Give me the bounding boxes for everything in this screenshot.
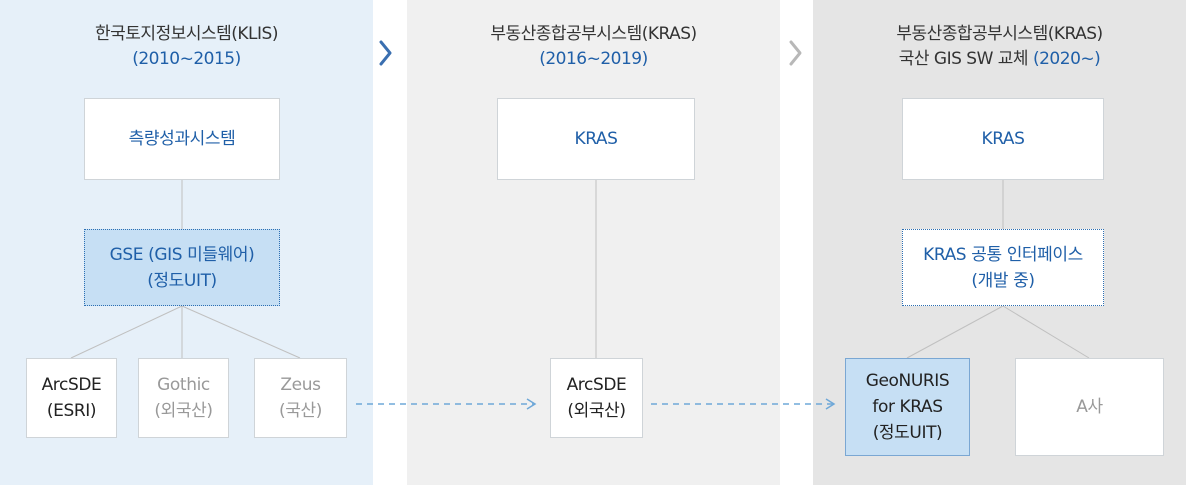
box-kras-common-interface: KRAS 공통 인터페이스 (개발 중) <box>902 229 1104 306</box>
box-arcsde-esri-line2: (ESRI) <box>46 401 97 421</box>
box-zeus-line2: (국산) <box>279 401 322 421</box>
stage3-title-prefix: 국산 GIS SW 교체 <box>898 49 1033 69</box>
box-geonuris-line1: GeoNURIS <box>865 371 950 391</box>
stage3-title: 부동산종합공부시스템(KRAS) 국산 GIS SW 교체 (2020~) <box>813 22 1186 72</box>
box-company-a-label: A사 <box>1076 397 1103 417</box>
box-kras-2020: KRAS <box>902 98 1104 180</box>
box-arcsde-esri: ArcSDE (ESRI) <box>26 358 117 438</box>
box-gothic-line2: (외국산) <box>154 401 213 421</box>
box-gse-line1: GSE (GIS 미들웨어) <box>109 244 255 265</box>
chevron-right-icon <box>379 40 392 66</box>
box-kras-interface-line2: (개발 중) <box>971 270 1035 291</box>
box-arcsde-foreign: ArcSDE (외국산) <box>550 358 643 438</box>
box-gothic-line1: Gothic <box>157 375 210 395</box>
box-survey-system: 측량성과시스템 <box>84 98 280 180</box>
stage1-title-period: (2010~2015) <box>132 49 241 69</box>
box-kras-2016-label: KRAS <box>574 129 618 149</box>
box-kras-2020-label: KRAS <box>981 129 1025 149</box>
box-arcsde-foreign-line1: ArcSDE <box>566 375 627 395</box>
box-gse-middleware: GSE (GIS 미들웨어) (정도UIT) <box>84 229 280 306</box>
stage3-title-line2: 국산 GIS SW 교체 (2020~) <box>813 47 1186 72</box>
box-company-a: A사 <box>1015 358 1164 456</box>
box-geonuris: GeoNURIS for KRAS (정도UIT) <box>845 358 970 456</box>
stage3-title-period: (2020~) <box>1032 49 1101 69</box>
stage2-title: 부동산종합공부시스템(KRAS) (2016~2019) <box>407 22 780 72</box>
box-gse-line2: (정도UIT) <box>147 270 217 291</box>
box-arcsde-esri-line1: ArcSDE <box>41 375 102 395</box>
box-zeus-line1: Zeus <box>280 375 321 395</box>
stage3-title-line1: 부동산종합공부시스템(KRAS) <box>896 24 1103 44</box>
chevron-right-icon <box>789 40 802 66</box>
stage1-title: 한국토지정보시스템(KLIS) (2010~2015) <box>0 22 373 72</box>
box-arcsde-foreign-line2: (외국산) <box>567 401 626 421</box>
stage1-title-line1: 한국토지정보시스템(KLIS) <box>95 24 278 44</box>
box-survey-system-label: 측량성과시스템 <box>128 129 236 149</box>
box-geonuris-line3: (정도UIT) <box>872 423 943 443</box>
box-gothic: Gothic (외국산) <box>138 358 229 438</box>
box-kras-interface-line1: KRAS 공통 인터페이스 <box>923 244 1083 265</box>
box-zeus: Zeus (국산) <box>254 358 347 438</box>
stage2-title-line1: 부동산종합공부시스템(KRAS) <box>490 24 697 44</box>
box-geonuris-line2: for KRAS <box>872 397 943 417</box>
stage2-title-period: (2016~2019) <box>539 49 648 69</box>
box-kras-2016: KRAS <box>497 98 695 180</box>
